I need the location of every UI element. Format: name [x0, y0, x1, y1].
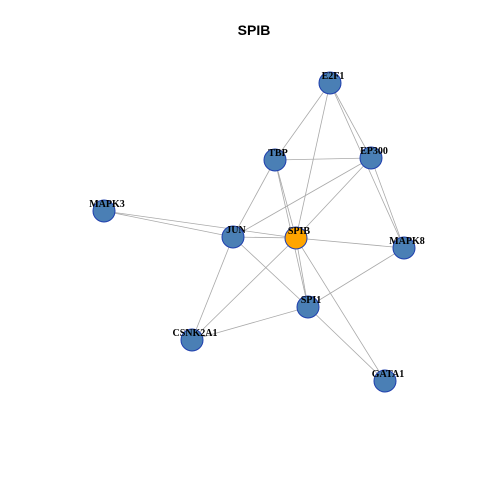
- node-label-mapk8: MAPK8: [389, 236, 425, 247]
- edge-tbp-spib: [274, 159, 297, 239]
- node-circle-spib: [284, 226, 308, 250]
- node-label-spib: SPIB: [288, 226, 311, 237]
- edge-ep300-mapk8: [370, 157, 405, 249]
- node-circle-mapk8: [392, 236, 416, 260]
- node-jun: JUN: [221, 225, 246, 249]
- edge-ep300-spib: [295, 157, 372, 239]
- node-mapk8: MAPK8: [389, 236, 425, 260]
- edge-ep300-jun: [232, 157, 372, 238]
- node-mapk3: MAPK3: [89, 199, 125, 223]
- node-spi1: SPI1: [296, 295, 322, 319]
- node-label-tbp: TBP: [268, 148, 287, 159]
- node-circle-mapk3: [92, 199, 116, 223]
- node-csnk2a1: CSNK2A1: [172, 328, 218, 352]
- node-label-mapk3: MAPK3: [89, 199, 125, 210]
- edge-layer: [103, 82, 405, 382]
- node-label-e2f1: E2F1: [322, 71, 345, 82]
- node-tbp: TBP: [263, 148, 288, 172]
- node-circle-ep300: [359, 146, 383, 170]
- edge-tbp-ep300: [274, 157, 372, 161]
- node-circle-e2f1: [318, 71, 342, 95]
- edge-mapk8-spi1: [307, 247, 405, 308]
- node-ep300: EP300: [359, 146, 388, 170]
- node-gata1: GATA1: [372, 369, 404, 393]
- edge-jun-spi1: [232, 236, 309, 308]
- edge-e2f1-ep300: [329, 82, 372, 159]
- edge-spib-gata1: [295, 237, 386, 382]
- edge-spib-spi1: [295, 237, 309, 308]
- node-label-spi1: SPI1: [301, 295, 322, 306]
- edge-e2f1-tbp: [274, 82, 331, 161]
- node-circle-tbp: [263, 148, 287, 172]
- node-spib: SPIB: [284, 226, 311, 250]
- node-circle-gata1: [373, 369, 397, 393]
- edge-spib-csnk2a1: [191, 237, 297, 341]
- node-label-gata1: GATA1: [372, 369, 404, 380]
- edge-mapk3-jun: [103, 210, 234, 238]
- node-e2f1: E2F1: [318, 71, 345, 95]
- edge-tbp-jun: [232, 159, 276, 238]
- node-label-jun: JUN: [226, 225, 246, 236]
- node-circle-spi1: [296, 295, 320, 319]
- node-label-csnk2a1: CSNK2A1: [172, 328, 217, 339]
- edge-mapk3-spib: [103, 210, 297, 239]
- node-circle-jun: [221, 225, 245, 249]
- node-label-ep300: EP300: [360, 146, 388, 157]
- node-circle-csnk2a1: [180, 328, 204, 352]
- graph-title: SPIB: [238, 22, 271, 38]
- edge-spi1-csnk2a1: [191, 306, 309, 341]
- edge-spi1-gata1: [307, 306, 386, 382]
- edge-jun-csnk2a1: [191, 236, 234, 341]
- edge-spib-mapk8: [295, 237, 405, 249]
- edge-e2f1-spib: [295, 82, 331, 239]
